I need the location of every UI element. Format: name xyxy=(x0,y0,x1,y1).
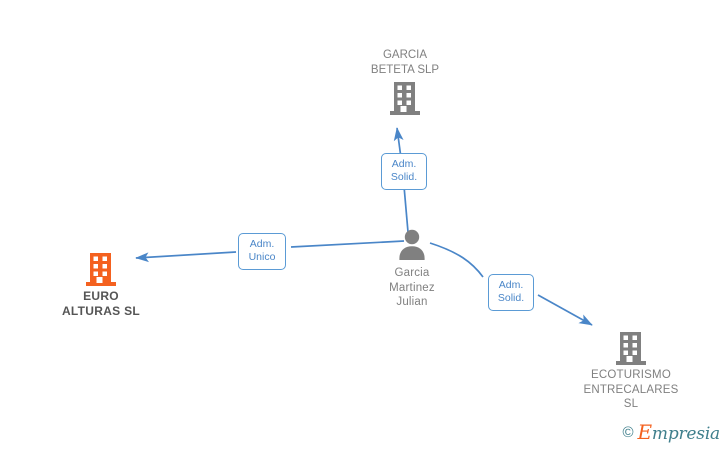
node-euro-alturas[interactable]: EURO ALTURAS SL xyxy=(26,251,176,318)
node-person-label: Garcia Martinez Julian xyxy=(389,267,435,308)
edge-person-to-garcia-beteta xyxy=(403,185,409,233)
node-euro-alturas-label: EURO ALTURAS SL xyxy=(61,289,141,318)
empresia-logo-capital: E xyxy=(637,420,653,444)
edge-label-adm-solid-garcia-beteta[interactable]: Adm. Solid. xyxy=(381,153,427,190)
node-ecoturismo-label: ECOTURISMO ENTRECALARES SL xyxy=(583,369,679,410)
empresia-logo-rest: mpresia xyxy=(651,424,720,444)
node-garcia-beteta[interactable]: GARCIA BETETA SLP xyxy=(330,48,480,118)
person-icon xyxy=(337,228,487,266)
edge-label-adm-unico-euro-alturas[interactable]: Adm. Unico xyxy=(238,233,286,270)
edge-person-to-ecoturismo-head xyxy=(537,294,593,326)
building-icon xyxy=(330,80,480,118)
node-garcia-beteta-label: GARCIA BETETA SLP xyxy=(370,49,440,76)
node-ecoturismo-entrecalares[interactable]: ECOTURISMO ENTRECALARES SL xyxy=(556,330,706,412)
copyright-icon: © xyxy=(622,423,634,441)
node-garcia-martinez-julian[interactable]: Garcia Martinez Julian xyxy=(337,228,487,310)
empresia-logo-text: Empresia xyxy=(638,420,721,444)
edge-label-adm-solid-ecoturismo[interactable]: Adm. Solid. xyxy=(488,274,534,311)
empresia-watermark: © Empresia xyxy=(622,420,720,444)
building-icon xyxy=(26,251,176,289)
building-icon xyxy=(556,330,706,368)
